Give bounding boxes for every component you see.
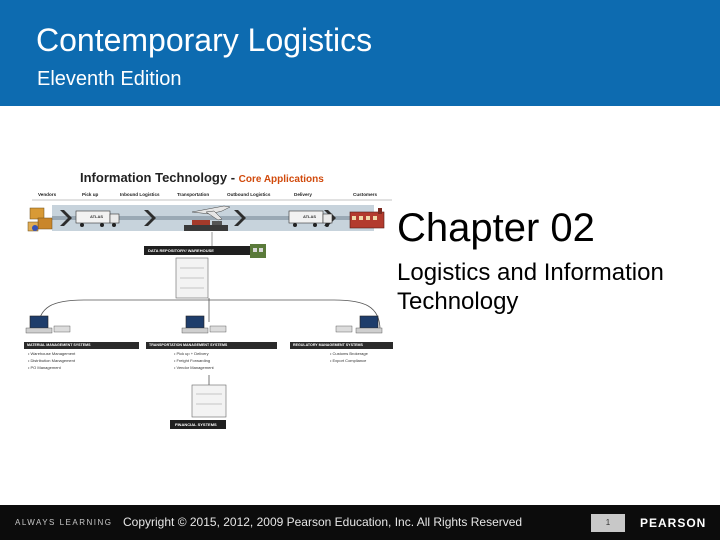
copyright-text: Copyright © 2015, 2012, 2009 Pearson Edu… — [123, 515, 523, 529]
stage-label: Inbound Logistics — [120, 192, 160, 197]
stage-label: Transportation — [177, 192, 210, 197]
ship-icon — [184, 220, 228, 231]
airplane-icon — [191, 205, 231, 221]
diagram-graphic — [25, 199, 392, 429]
diagram-title-accent: Core Applications — [238, 174, 324, 185]
edition-label: Eleventh Edition — [37, 68, 182, 90]
system-item: • Vendor Management — [174, 365, 214, 370]
stage-label: Pick up — [82, 192, 99, 197]
system-item: • Customs Brokerage — [330, 351, 368, 356]
computer-icon — [25, 315, 71, 334]
warehouse-icon — [250, 244, 266, 258]
always-learning-label: ALWAYS LEARNING — [15, 518, 113, 527]
system-item: • Freight Forwarding — [174, 358, 211, 363]
stage-label: Customers — [353, 192, 377, 197]
system-item: • Distribution Management — [28, 358, 75, 363]
stage-label: Outbound Logistics — [227, 192, 271, 197]
system-header: TRANSPORTATION MANAGEMENT SYSTEMS — [146, 342, 277, 349]
course-title: Contemporary Logistics — [36, 22, 373, 58]
title-banner: Contemporary Logistics Eleventh Edition — [0, 0, 720, 106]
computer-icon — [335, 315, 383, 334]
stage-label: Vendors — [38, 192, 57, 197]
it-core-applications-diagram: Information Technology - Core Applicatio… — [24, 160, 396, 436]
pearson-logo: PEARSON — [640, 516, 707, 530]
system-header: REGULATORY MANAGEMENT SYSTEMS — [290, 342, 393, 349]
vendor-boxes-icon — [27, 207, 53, 232]
stage-label: Delivery — [294, 192, 312, 197]
chapter-subtitle: Logistics and Information Technology — [397, 259, 664, 315]
diagram-title: Information Technology - Core Applicatio… — [80, 170, 324, 185]
truck-label: ATLAS — [303, 214, 317, 219]
truck-icon — [288, 210, 333, 227]
system-item: • Pick up + Delivery — [174, 351, 209, 356]
system-item: • Export Compliance — [330, 358, 367, 363]
financial-systems-label: FINANCIAL SYSTEMS — [175, 422, 217, 427]
truck-label: ATLAS — [90, 214, 104, 219]
chapter-title: Chapter 02 — [397, 206, 595, 250]
computer-icon — [181, 315, 227, 334]
system-item: • PO Management — [28, 365, 61, 370]
customer-store-icon — [349, 208, 385, 229]
page-number: 1 — [591, 514, 625, 532]
footer-bar: ALWAYS LEARNING Copyright © 2015, 2012, … — [0, 505, 720, 540]
system-item: • Warehouse Management — [28, 351, 76, 356]
system-header: MATERIAL MANAGEMENT SYSTEMS — [24, 342, 139, 349]
truck-icon — [75, 210, 120, 227]
server-rack-icon — [191, 384, 227, 418]
warehouse-label: DATA REPOSITORY/ WAREHOUSE — [148, 248, 214, 253]
